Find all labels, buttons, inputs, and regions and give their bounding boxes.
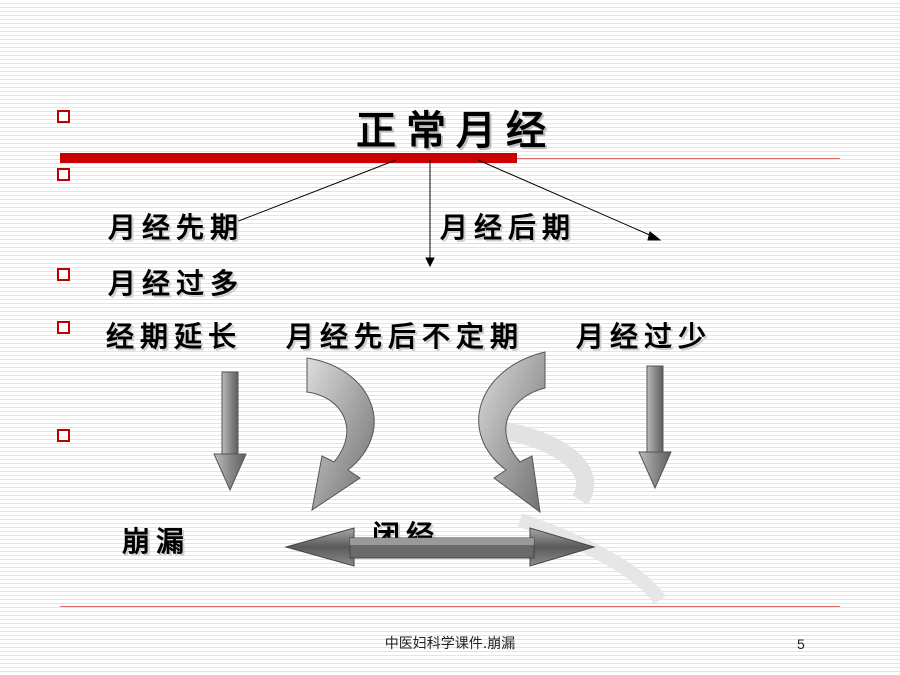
branch-arrowhead-right bbox=[647, 231, 662, 241]
curved-block-arrow-right bbox=[478, 351, 546, 514]
bullet-square-1 bbox=[57, 110, 70, 123]
bullet-square-2 bbox=[57, 168, 70, 181]
bullet-square-5 bbox=[57, 429, 70, 442]
label-irregular-period: 月经先后不定期 bbox=[286, 320, 525, 353]
label-early-period: 月经先期 bbox=[108, 211, 245, 244]
down-block-arrow-right bbox=[638, 365, 672, 490]
branch-line-left bbox=[235, 159, 397, 223]
label-beng-lou: 崩漏 bbox=[122, 525, 191, 558]
label-heavy-menstruation: 月经过多 bbox=[108, 267, 245, 300]
footer-divider-line bbox=[60, 606, 840, 607]
label-scanty-menstruation: 月经过少 bbox=[576, 320, 713, 353]
branch-lines bbox=[235, 159, 662, 268]
bullet-square-3 bbox=[57, 268, 70, 281]
label-amenorrhea: 闭经 bbox=[372, 519, 441, 552]
label-prolonged-period: 经期延长 bbox=[106, 320, 243, 353]
label-late-period: 月经后期 bbox=[440, 211, 577, 244]
down-block-arrow-left bbox=[213, 371, 247, 492]
slide-title: 正常月经 bbox=[356, 107, 556, 154]
bullet-square-4 bbox=[57, 321, 70, 334]
branch-arrowhead-down bbox=[425, 257, 435, 268]
shadow-curve-1 bbox=[498, 421, 595, 505]
curved-block-arrow-left bbox=[306, 357, 375, 512]
page-number: 5 bbox=[797, 636, 805, 652]
footer-text: 中医妇科学课件.崩漏 bbox=[384, 636, 516, 652]
header-red-bar bbox=[60, 153, 517, 163]
branch-line-right bbox=[477, 159, 653, 237]
shadow-curve-2 bbox=[517, 513, 666, 605]
